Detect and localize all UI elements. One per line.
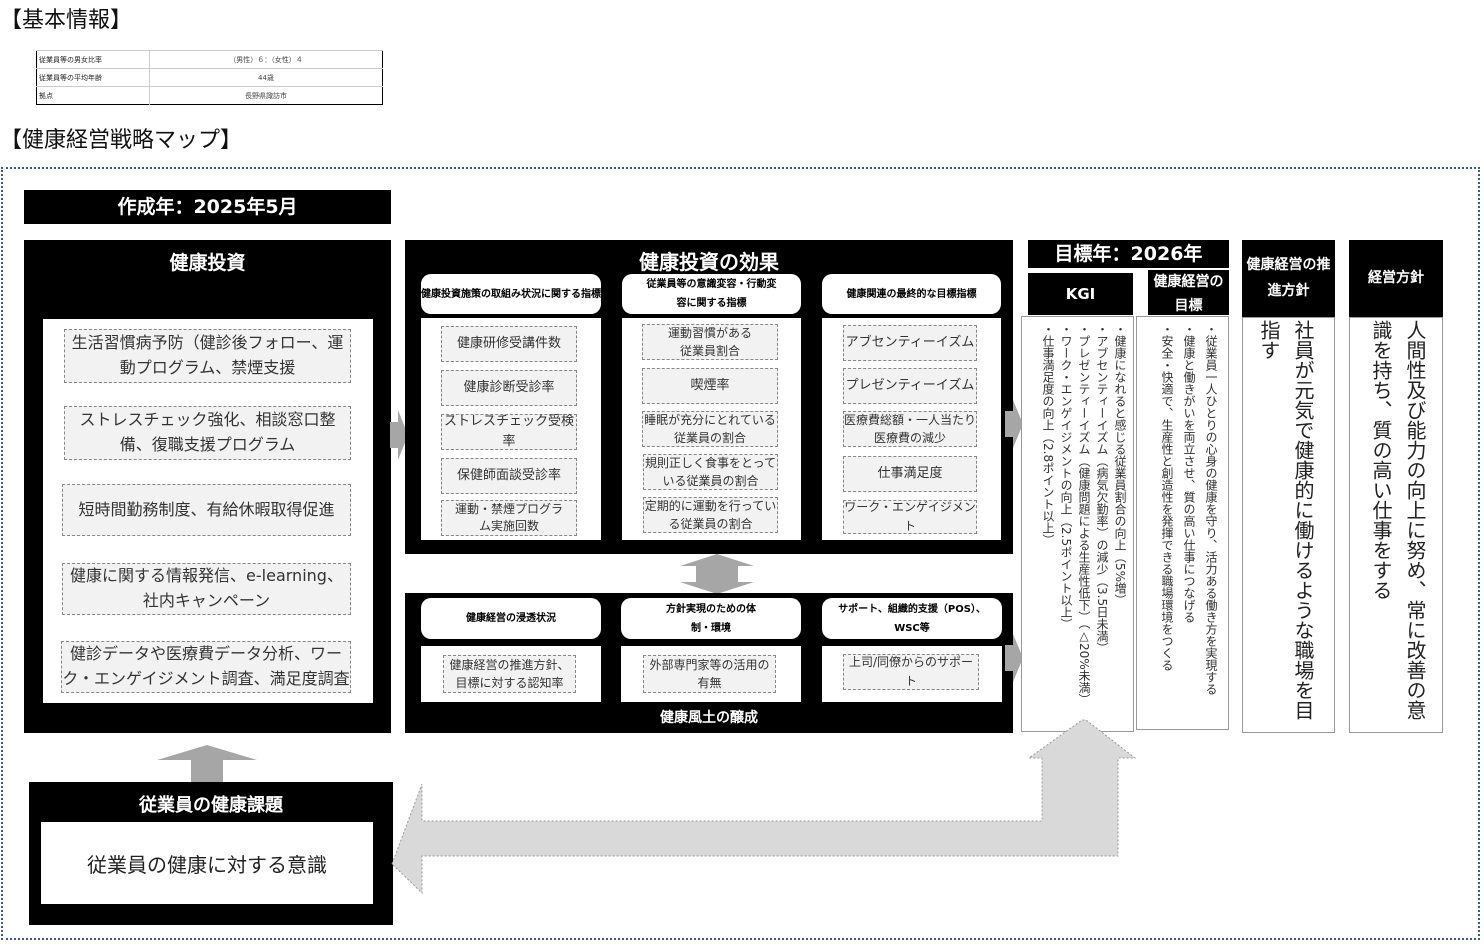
feedback-arrow-icon [391, 719, 1137, 895]
indicator-item: 喫煙率 [642, 368, 778, 404]
management-policy-text: 人間性及び能力の向上に努め、常に改善の意識を持ち、質の高い仕事をする [1369, 320, 1427, 720]
goal-item: ・安全・快適で、生産性と創造性を発揮できる職場環境をつくる [1160, 323, 1174, 671]
promotion-policy-text: 社員が元気で健康的に働けるような職場を目指す [1257, 320, 1315, 720]
indicator-item: 運動・禁煙プログラム実施回数 [441, 500, 577, 536]
row-value: （男性）６：（女性）４ [149, 50, 383, 69]
kgi-box: ・健康になれると感じる従業員割合の向上（5%増） ・アブセンティーイズム（病気欠… [1021, 316, 1134, 732]
row-label: 従業員等の平均年齢 [36, 68, 150, 87]
indicator-item: 医療費総額・一人当たり医療費の減少 [843, 411, 977, 447]
indicator-item: 定期的に運動を行っている従業員の割合 [643, 497, 778, 533]
indicator-item: ワーク・エンゲイジメント [843, 500, 977, 534]
promotion-policy-box: 社員が元気で健康的に働けるような職場を目指す [1242, 317, 1335, 733]
strategy-map-frame [1, 167, 1480, 940]
goals-list: ・従業員一人ひとりの心身の健康を守り、活力ある働き方を実現する ・健康と働きがい… [1156, 323, 1222, 723]
effects-column-header: 従業員等の意識変容・行動変容に関する指標 [622, 274, 801, 314]
goals-box: ・従業員一人ひとりの心身の健康を守り、活力ある働き方を実現する ・健康と働きがい… [1136, 316, 1229, 730]
indicator-item: アブセンティーイズム [843, 325, 977, 361]
investment-item: 健診データや医療費データ分析、ワーク・エンゲイジメント調査、満足度調査 [61, 641, 351, 693]
health-issue-title: 従業員の健康課題 [139, 795, 283, 816]
double-arrow-icon [680, 554, 754, 594]
culture-column-header: サポート、組織的支援（POS）、WSC等 [822, 598, 1002, 639]
kgi-header: KGI [1028, 273, 1133, 315]
kgi-item: ・アブセンティーイズム（病気欠勤率）の減少（3.5日未満） [1095, 323, 1109, 655]
investment-item: 生活習慣病予防（健診後フォロー、運動プログラム、禁煙支援 [64, 329, 351, 383]
basic-info-table: 従業員等の男女比率 （男性）６：（女性）４ 従業員等の平均年齢 44歳 拠点 長… [36, 50, 383, 105]
indicator-item: 規則正しく食事をとっている従業員の割合 [643, 454, 778, 490]
basic-info-title: 【基本情報】 [0, 8, 133, 33]
table-row: 従業員等の男女比率 （男性）６：（女性）４ [36, 50, 383, 69]
target-year-banner: 目標年：2026年 [1028, 240, 1229, 268]
management-policy-header: 経営方針 [1349, 240, 1443, 317]
culture-title: 健康風土の醸成 [660, 710, 758, 726]
arrow-right-icon [390, 410, 408, 460]
row-value: 長野県諏訪市 [149, 86, 383, 105]
effects-column-header: 健康関連の最終的な目標指標 [822, 274, 1001, 314]
kgi-item: ・仕事満足度の向上（2.8ポイント以上） [1041, 323, 1055, 547]
promotion-policy-header: 健康経営の推進方針 [1242, 240, 1335, 317]
culture-indicator: 健康経営の推進方針、目標に対する認知率 [443, 655, 576, 693]
culture-column-header: 健康経営の浸透状況 [421, 598, 601, 639]
culture-indicator: 外部専門家等の活用の有無 [643, 655, 776, 693]
goal-item: ・従業員一人ひとりの心身の健康を守り、活力ある働き方を実現する [1204, 323, 1218, 695]
arrow-right-icon [1005, 400, 1023, 448]
kgi-item: ・プレゼンティーイズム（健康問題による生産性低下）（△20%未満） [1077, 323, 1091, 706]
kgi-item: ・健康になれると感じる従業員割合の向上（5%増） [1113, 323, 1127, 607]
table-row: 拠点 長野県諏訪市 [36, 86, 383, 105]
goal-item: ・健康と働きがいを両立させ、質の高い仕事につなげる [1182, 323, 1196, 623]
row-label: 従業員等の男女比率 [36, 50, 150, 69]
indicator-item: ストレスチェック受検率 [441, 414, 577, 450]
investment-item: 短時間勤務制度、有給休暇取得促進 [62, 484, 351, 536]
indicator-item: 仕事満足度 [843, 456, 977, 492]
arrow-up-icon [157, 745, 257, 785]
indicator-item: 運動習慣がある従業員割合 [642, 324, 778, 360]
indicator-item: 睡眠が充分にとれている従業員の割合 [642, 411, 778, 447]
indicator-item: 健康研修受講件数 [441, 326, 577, 362]
strategy-map-title: 【健康経営戦略マップ】 [0, 128, 243, 153]
effects-title: 健康投資の効果 [639, 250, 779, 274]
kgi-list: ・健康になれると感じる従業員割合の向上（5%増） ・アブセンティーイズム（病気欠… [1039, 323, 1129, 723]
row-label: 拠点 [36, 86, 150, 105]
investment-title: 健康投資 [169, 252, 246, 274]
indicator-item: 保健師面談受診率 [441, 458, 577, 494]
culture-column-header: 方針実現のための体制・環境 [621, 598, 801, 639]
effects-column-header: 健康投資施策の取組み状況に関する指標 [421, 274, 601, 314]
kgi-item: ・ワーク・エンゲイジメントの向上（2.5ポイント以上） [1059, 323, 1073, 631]
indicator-item: 健康診断受診率 [441, 370, 577, 406]
management-policy-box: 人間性及び能力の向上に努め、常に改善の意識を持ち、質の高い仕事をする [1349, 317, 1443, 733]
indicator-item: プレゼンティーイズム [843, 368, 977, 404]
health-issue-panel: 従業員の健康課題 従業員の健康に対する意識 [29, 782, 393, 925]
created-date-banner: 作成年：2025年5月 [24, 190, 391, 224]
investment-item: ストレスチェック強化、相談窓口整備、復職支援プログラム [64, 406, 351, 460]
table-row: 従業員等の平均年齢 44歳 [36, 68, 383, 87]
goals-header: 健康経営の目標 [1148, 270, 1229, 315]
culture-indicator: 上司/同僚からのサポート [843, 654, 979, 690]
health-issue-text: 従業員の健康に対する意識 [41, 822, 373, 904]
arrow-right-icon [1005, 634, 1023, 682]
investment-item: 健康に関する情報発信、e-learning、社内キャンペーン [62, 563, 351, 615]
row-value: 44歳 [149, 68, 383, 87]
